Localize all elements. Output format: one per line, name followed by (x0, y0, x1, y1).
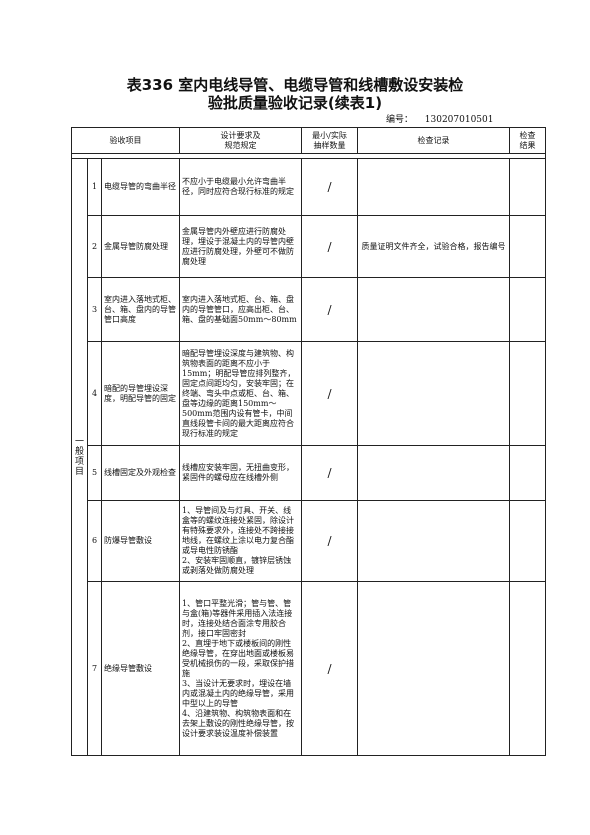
row-record (357, 341, 510, 446)
row-item: 防爆导管敷设 (101, 500, 180, 582)
row-result (509, 215, 546, 278)
spacer-cell (71, 153, 546, 159)
row-number: 2 (87, 215, 102, 278)
row-requirement: 不应小于电缆最小允许弯曲半径，同时应符合现行标准的规定 (179, 158, 302, 216)
row-sampling: / (301, 158, 358, 216)
header-requirement-line1: 设计要求及 (220, 130, 261, 140)
row-requirement: 线槽应安装牢固，无扭曲变形，紧固件的螺母应在线槽外侧 (179, 445, 302, 501)
row-sampling: / (301, 445, 358, 501)
row-result (509, 445, 546, 501)
row-sampling: / (301, 500, 358, 582)
form-code-label: 编号： (386, 115, 414, 125)
row-result (509, 500, 546, 582)
form-title-line1: 表336 室内电线导管、电缆导管和线槽敷设安装检 (126, 76, 464, 94)
row-sampling: / (301, 341, 358, 446)
row-requirement: 1、管口平整光滑；管与管、管与盒(箱)等器件采用插入法连接时，连接处结合面涂专用… (179, 581, 302, 756)
row-number: 5 (87, 445, 102, 501)
table-row: 6 防爆导管敷设 1、导管间及与灯具、开关、线盒等的螺纹连接处紧固，除设计有特殊… (72, 500, 546, 582)
row-number: 6 (87, 500, 102, 582)
inspection-table: 验收项目 设计要求及 规范规定 最小/实际 抽样数量 检查记录 检查 结果 一般… (71, 127, 546, 756)
table-row: 2 金属导管防腐处理 金属导管内外壁应进行防腐处理，埋设于混凝土内的导管内壁应进… (72, 215, 546, 278)
header-result-line1: 检查 (519, 130, 536, 140)
table-row: 4 暗配的导管埋设深度，明配导管的固定 暗配导管埋设深度与建筑物、构筑物表面的距… (72, 341, 546, 446)
row-requirement: 1、导管间及与灯具、开关、线盒等的螺纹连接处紧固，除设计有特殊要求外，连接处不跨… (179, 500, 302, 582)
row-record (357, 277, 510, 342)
row-record (357, 445, 510, 501)
table-row: 5 线槽固定及外观检查 线槽应安装牢固，无扭曲变形，紧固件的螺母应在线槽外侧 / (72, 445, 546, 501)
row-item: 电缆导管的弯曲半径 (101, 158, 180, 216)
header-requirement-line2: 规范规定 (224, 140, 257, 150)
row-item: 室内进入落地式柜、台、箱、盘内的导管管口高度 (101, 277, 180, 342)
form-title-line2: 验批质量验收记录(续表1) (207, 94, 383, 112)
row-item: 金属导管防腐处理 (101, 215, 180, 278)
header-record: 检查记录 (357, 127, 510, 154)
row-result (509, 158, 546, 216)
group-label: 一般项目 (71, 158, 88, 756)
row-sampling: / (301, 581, 358, 756)
table-row: 7 绝缘导管敷设 1、管口平整光滑；管与管、管与盒(箱)等器件采用插入法连接时，… (72, 581, 546, 756)
row-result (509, 277, 546, 342)
table-row: 3 室内进入落地式柜、台、箱、盘内的导管管口高度 室内进入落地式柜、台、箱、盘内… (72, 277, 546, 342)
spacer-row (71, 153, 546, 159)
form-code: 编号： 130207010501 (386, 112, 493, 125)
header-result-line2: 结果 (519, 140, 536, 150)
header-result: 检查 结果 (509, 127, 546, 154)
group-label-text: 一般项目 (74, 437, 84, 477)
table-header-row: 验收项目 设计要求及 规范规定 最小/实际 抽样数量 检查记录 检查 结果 (71, 127, 546, 154)
row-result (509, 581, 546, 756)
row-number: 7 (87, 581, 102, 756)
row-number: 1 (87, 158, 102, 216)
row-item: 线槽固定及外观检查 (101, 445, 180, 501)
form-code-value: 130207010501 (424, 115, 494, 125)
row-number: 3 (87, 277, 102, 342)
row-record (357, 500, 510, 582)
row-requirement: 室内进入落地式柜、台、箱、盘内的导管管口，应高出柜、台、箱、盘的基础面50mm～… (179, 277, 302, 342)
row-item: 暗配的导管埋设深度，明配导管的固定 (101, 341, 180, 446)
header-requirement: 设计要求及 规范规定 (179, 127, 302, 154)
row-result (509, 341, 546, 446)
table-row: 一般项目 1 电缆导管的弯曲半径 不应小于电缆最小允许弯曲半径，同时应符合现行标… (71, 158, 546, 756)
row-requirement: 暗配导管埋设深度与建筑物、构筑物表面的距离不应小于15mm；明配导管应排列整齐，… (179, 341, 302, 446)
row-item: 绝缘导管敷设 (101, 581, 180, 756)
header-sampling-line1: 最小/实际 (312, 130, 347, 140)
row-sampling: / (301, 277, 358, 342)
header-item: 验收项目 (71, 127, 180, 154)
row-record (357, 158, 510, 216)
header-sampling: 最小/实际 抽样数量 (301, 127, 358, 154)
row-record: 质量证明文件齐全，试验合格，报告编号 (357, 215, 510, 278)
row-sampling: / (301, 215, 358, 278)
row-record (357, 581, 510, 756)
row-requirement: 金属导管内外壁应进行防腐处理，埋设于混凝土内的导管内壁应进行防腐处理，外壁可不做… (179, 215, 302, 278)
header-sampling-line2: 抽样数量 (313, 140, 346, 150)
row-number: 4 (87, 341, 102, 446)
